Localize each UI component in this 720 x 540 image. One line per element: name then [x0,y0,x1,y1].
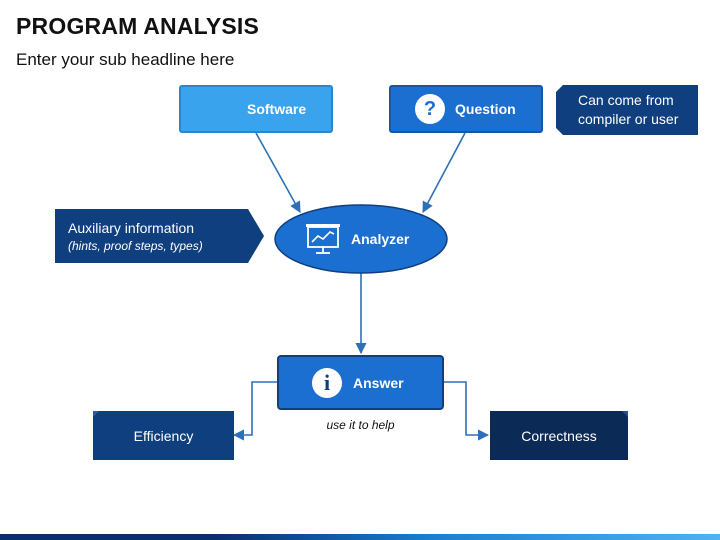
bottom-accent-bar [0,534,720,540]
software-label: Software [247,101,307,117]
info-icon: i [312,367,342,398]
aux-note-line1: Auxiliary information [68,220,195,236]
page-title: PROGRAM ANALYSIS [16,13,260,39]
efficiency-node: Efficiency [93,411,234,460]
question-node: ? Question [389,85,543,133]
efficiency-label: Efficiency [133,427,194,444]
page-subtitle: Enter your sub headline here [16,50,235,69]
connector-answer-correctness [444,381,490,441]
aux-note-line2: (hints, proof steps, types) [68,239,203,253]
question-note-line1: Can come from [578,92,674,108]
efficiency-shape [93,411,234,460]
answer-node: i Answer [277,355,444,410]
question-mark-icon: ? [415,94,445,124]
question-note-line2: compiler or user [578,111,679,127]
answer-label: Answer [353,374,404,391]
correctness-label: Correctness [521,427,597,444]
aux-note-shape [55,209,264,263]
connector-software-analyzer [255,132,301,213]
question-note-shape [556,85,698,135]
aux-note: Auxiliary information (hints, proof step… [68,219,203,255]
question-label: Question [455,101,516,117]
connector-answer-efficiency [232,381,277,441]
question-note: Can come from compiler or user [578,91,678,129]
software-node: Software [179,85,333,133]
analyzer-ellipse [274,204,448,274]
answer-caption: use it to help [326,418,395,432]
connector-question-analyzer [422,132,466,213]
correctness-shape [490,411,628,460]
analyzer-label: Analyzer [351,231,410,247]
presentation-chart-icon [306,224,340,254]
correctness-node: Correctness [490,411,628,460]
